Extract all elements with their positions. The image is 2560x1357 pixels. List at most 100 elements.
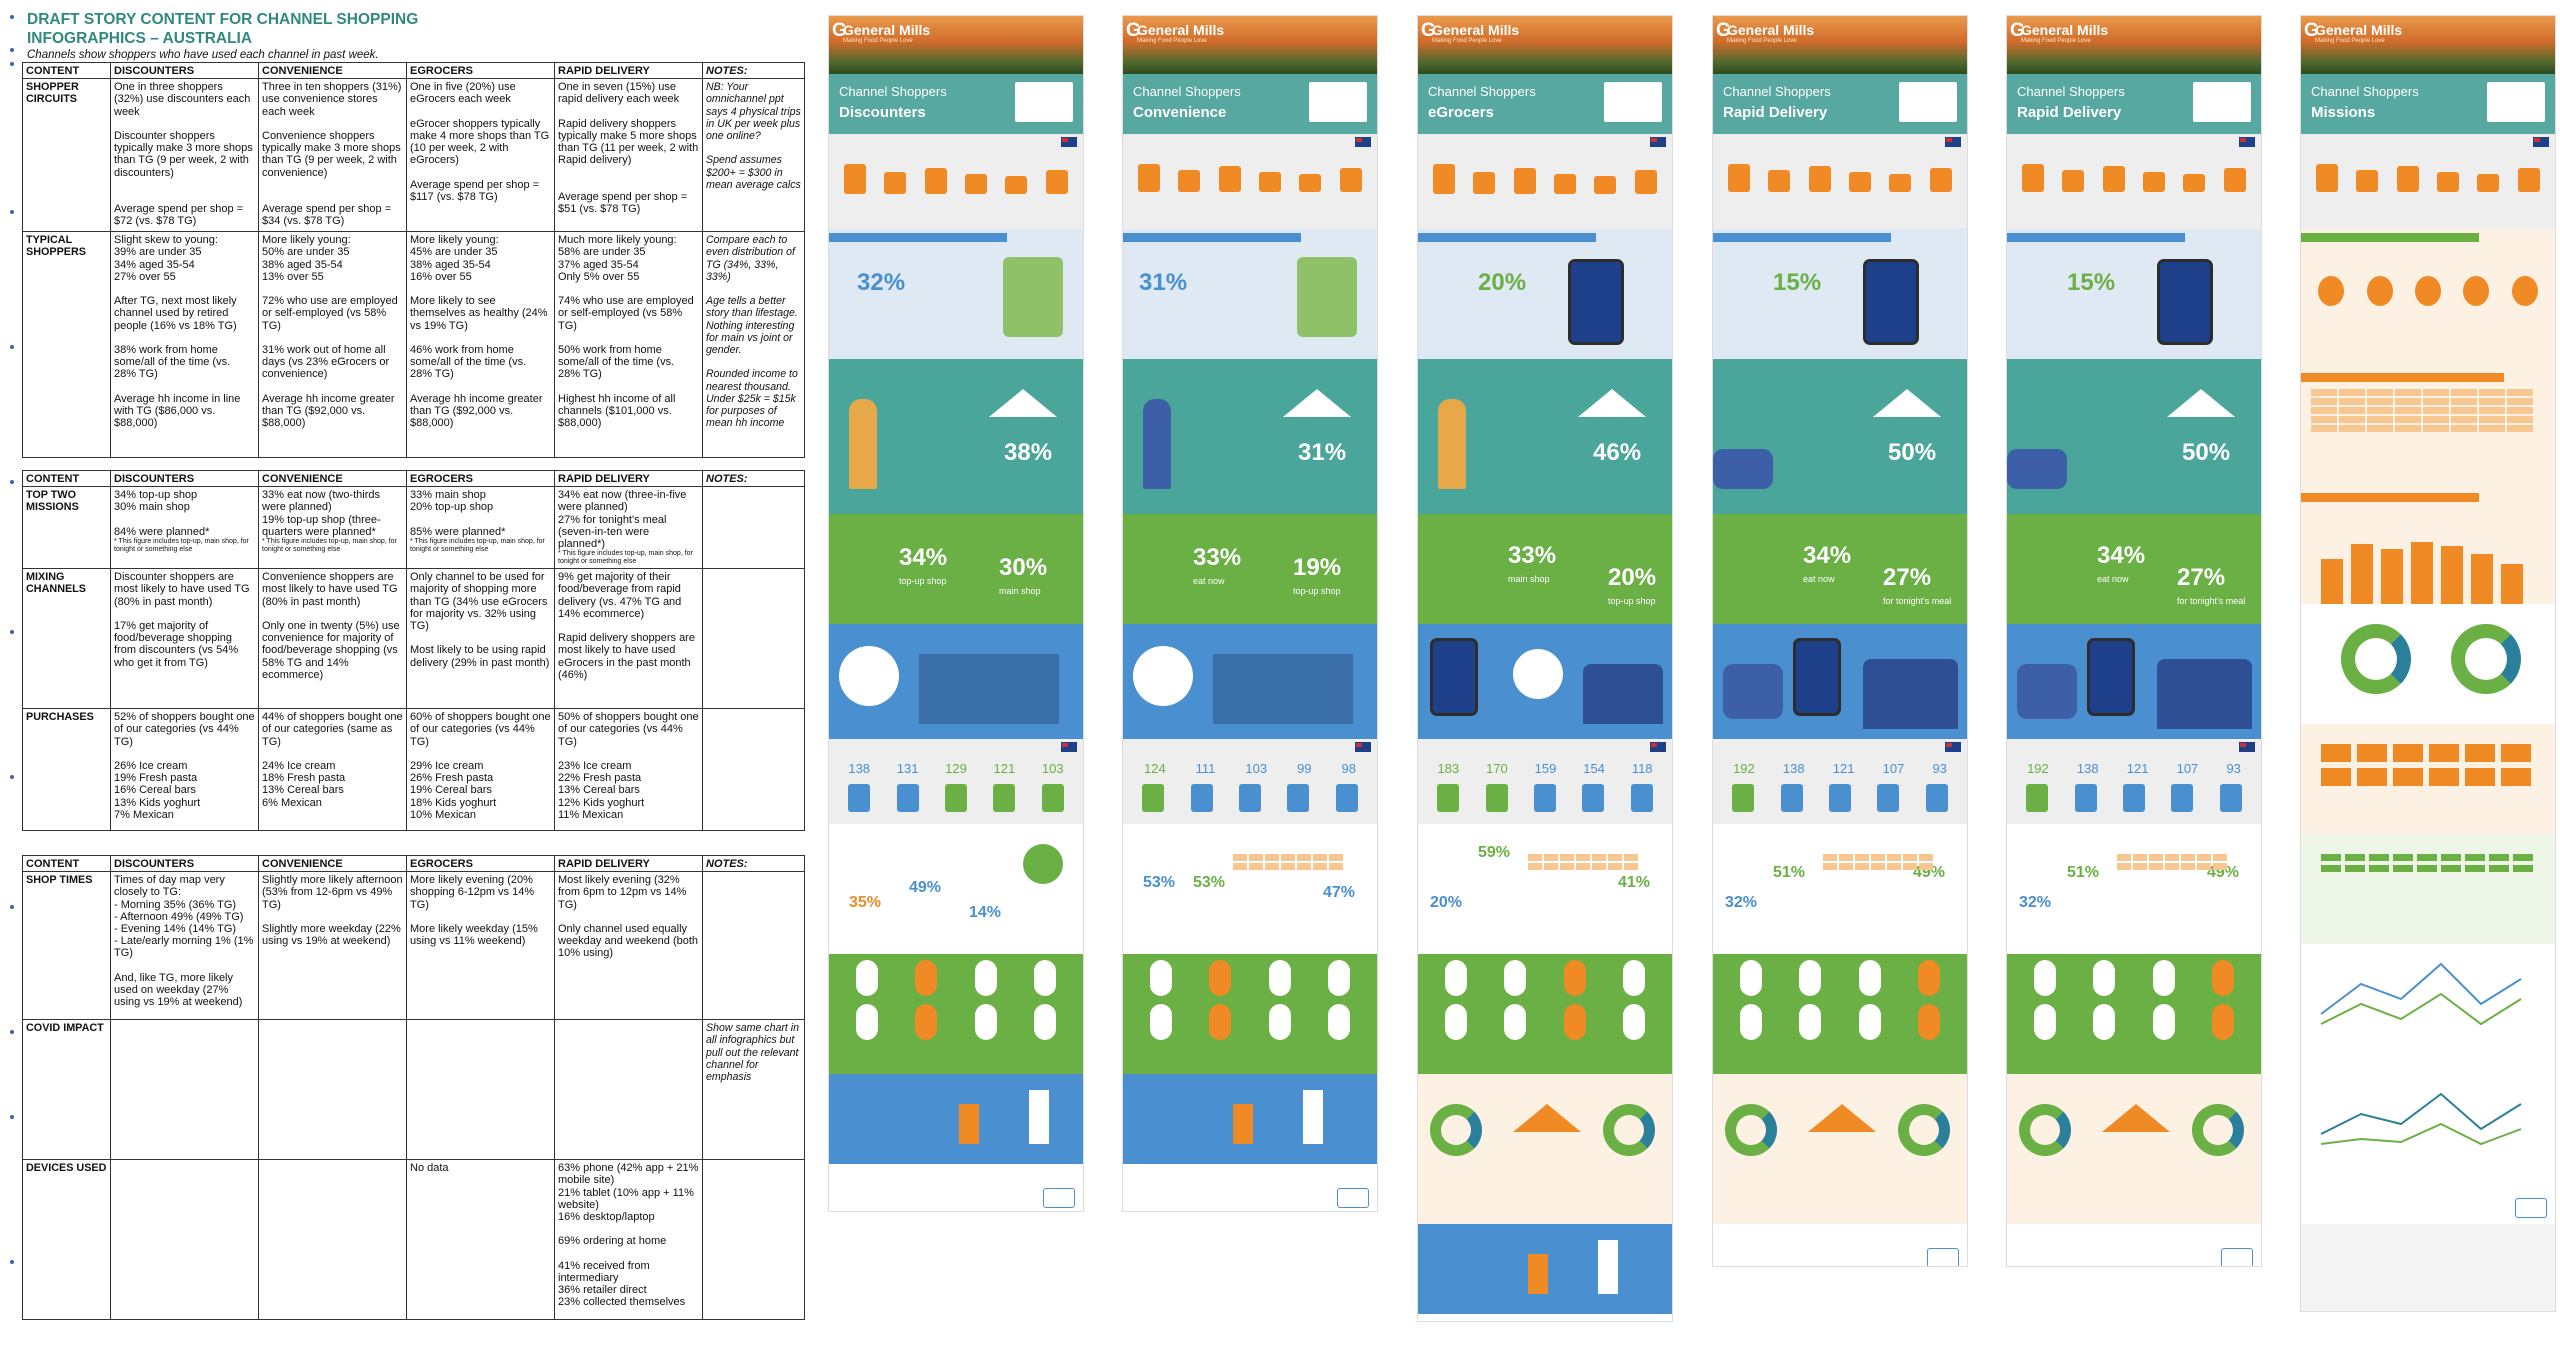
row-label: MIXING CHANNELS: [22, 568, 111, 710]
donut-chart: [2451, 624, 2521, 694]
table-cell: [258, 1159, 407, 1321]
category-icon: [1582, 784, 1605, 812]
category-icon: [848, 784, 871, 812]
table-cell: [702, 1159, 805, 1321]
australia-logo: [1015, 82, 1073, 122]
house-icon: [2167, 389, 2235, 417]
device-donut-chart: [1430, 1104, 1482, 1156]
time-percent: 41%: [1618, 874, 1651, 891]
australia-logo: [2193, 82, 2251, 122]
impact-pill: [1268, 960, 1291, 996]
shopping-bag-icon: [1433, 164, 1456, 194]
impact-pill: [1623, 960, 1646, 996]
categories-section: 183 170 159 154 118: [1418, 739, 1672, 824]
impact-pill: [1444, 1004, 1467, 1040]
category-score: 129: [945, 761, 967, 776]
devices-section: [1418, 1074, 1672, 1224]
table-cell: Only channel to be used for majority of …: [406, 568, 555, 710]
line-series: [2320, 1122, 2522, 1146]
impact-pill: [1504, 960, 1527, 996]
shopping-bag-icon: [1259, 172, 1282, 192]
shopper-circuit-section: [1123, 134, 1377, 229]
table-cell: Slightly more likely afternoon (53% from…: [258, 871, 407, 1021]
shopper-circuit-section: [1418, 134, 1672, 229]
brand-tagline: Making Food People Love: [2315, 38, 2385, 44]
mixing-channels-section: [1418, 624, 1672, 739]
table-cell: [554, 1019, 703, 1161]
australia-flag-icon: [1061, 137, 1077, 147]
shopping-bag-icon: [1138, 164, 1161, 192]
share-bar: [1598, 1240, 1618, 1294]
covid-impact-section: [1713, 954, 1967, 1074]
mission-2-percent: 27%: [1883, 564, 1932, 591]
impact-pill: [1209, 960, 1232, 996]
category-score: 121: [993, 761, 1016, 776]
table-cell: [702, 568, 805, 710]
category-icon: [1533, 784, 1556, 812]
table-cell: 63% phone (42% app + 21% mobile site) 21…: [554, 1159, 703, 1321]
category-icon: [1732, 784, 1755, 812]
time-percent: 47%: [1323, 884, 1356, 901]
category-icon: [1925, 784, 1948, 812]
devices-section: [1713, 1074, 1967, 1224]
category-score: 124: [1143, 761, 1166, 776]
mission-icon-grid: [2301, 724, 2555, 834]
store-icon: [919, 654, 1059, 724]
brand-tagline: Making Food People Love: [1432, 38, 1502, 44]
shopping-bag-icon: [2102, 166, 2125, 192]
mission-1-label: eat now: [1193, 576, 1225, 586]
demographics-section: 38%: [829, 359, 1083, 514]
mission-bar: [2351, 544, 2373, 604]
table-cell: Show same chart in all infographics but …: [702, 1019, 805, 1161]
impact-pill: [1739, 960, 1762, 996]
phone-icon: [1793, 638, 1841, 716]
shopping-bag-icon: [2437, 172, 2460, 192]
header-cell: NOTES:: [702, 469, 805, 488]
time-percent: 53%: [1143, 874, 1176, 891]
impact-pill: [1563, 960, 1586, 996]
australia-flag-icon: [1355, 742, 1371, 752]
table-cell: Times of day map very closely to TG: - M…: [110, 871, 259, 1021]
panel-footer: [1418, 1314, 1672, 1321]
shopper-circuit-section: [829, 134, 1083, 229]
category-icon: [1437, 784, 1460, 812]
table-row: PURCHASES 52% of shoppers bought one of …: [22, 708, 805, 832]
dot-grid: [2321, 854, 2533, 872]
bullet-marker: [10, 345, 14, 349]
brand-tagline: Making Food People Love: [1727, 38, 1797, 44]
bullet-marker: [10, 630, 14, 634]
shopping-bag-icon: [844, 164, 867, 194]
mission-1-label: eat now: [2097, 574, 2129, 584]
panel-channel-title: Rapid Delivery: [1723, 104, 1828, 121]
panel-footer: [829, 1164, 1083, 1211]
australia-flag-icon: [1945, 742, 1961, 752]
impact-pill: [1444, 960, 1467, 996]
home-order-icon: [1513, 1104, 1581, 1132]
covid-impact-section: [829, 954, 1083, 1074]
impact-pill: [1328, 1004, 1351, 1040]
shopping-bag-icon: [1808, 166, 1831, 192]
category-score: 183: [1437, 761, 1460, 776]
panel-title-bar: Channel Shoppers Missions: [2301, 74, 2555, 134]
row-label: TYPICAL SHOPPERS: [22, 231, 111, 459]
house-icon: [1578, 389, 1646, 417]
mission-2-label: for tonight's meal: [1883, 596, 1952, 606]
badge-icon: [1023, 844, 1063, 884]
sofa-icon: [2017, 664, 2077, 719]
share-bar: [959, 1104, 979, 1144]
footnote: * This figure includes top-up, main shop…: [114, 538, 251, 554]
device-donut-chart: [1725, 1104, 1777, 1156]
house-icon: [989, 389, 1057, 417]
line-series: [2320, 1092, 2522, 1135]
line-chart: [2320, 1092, 2522, 1146]
shopping-bag-icon: [1554, 174, 1577, 194]
shop-times-section: 53% 53% 47%: [1123, 824, 1377, 954]
category-dot-grid: [2301, 834, 2555, 944]
